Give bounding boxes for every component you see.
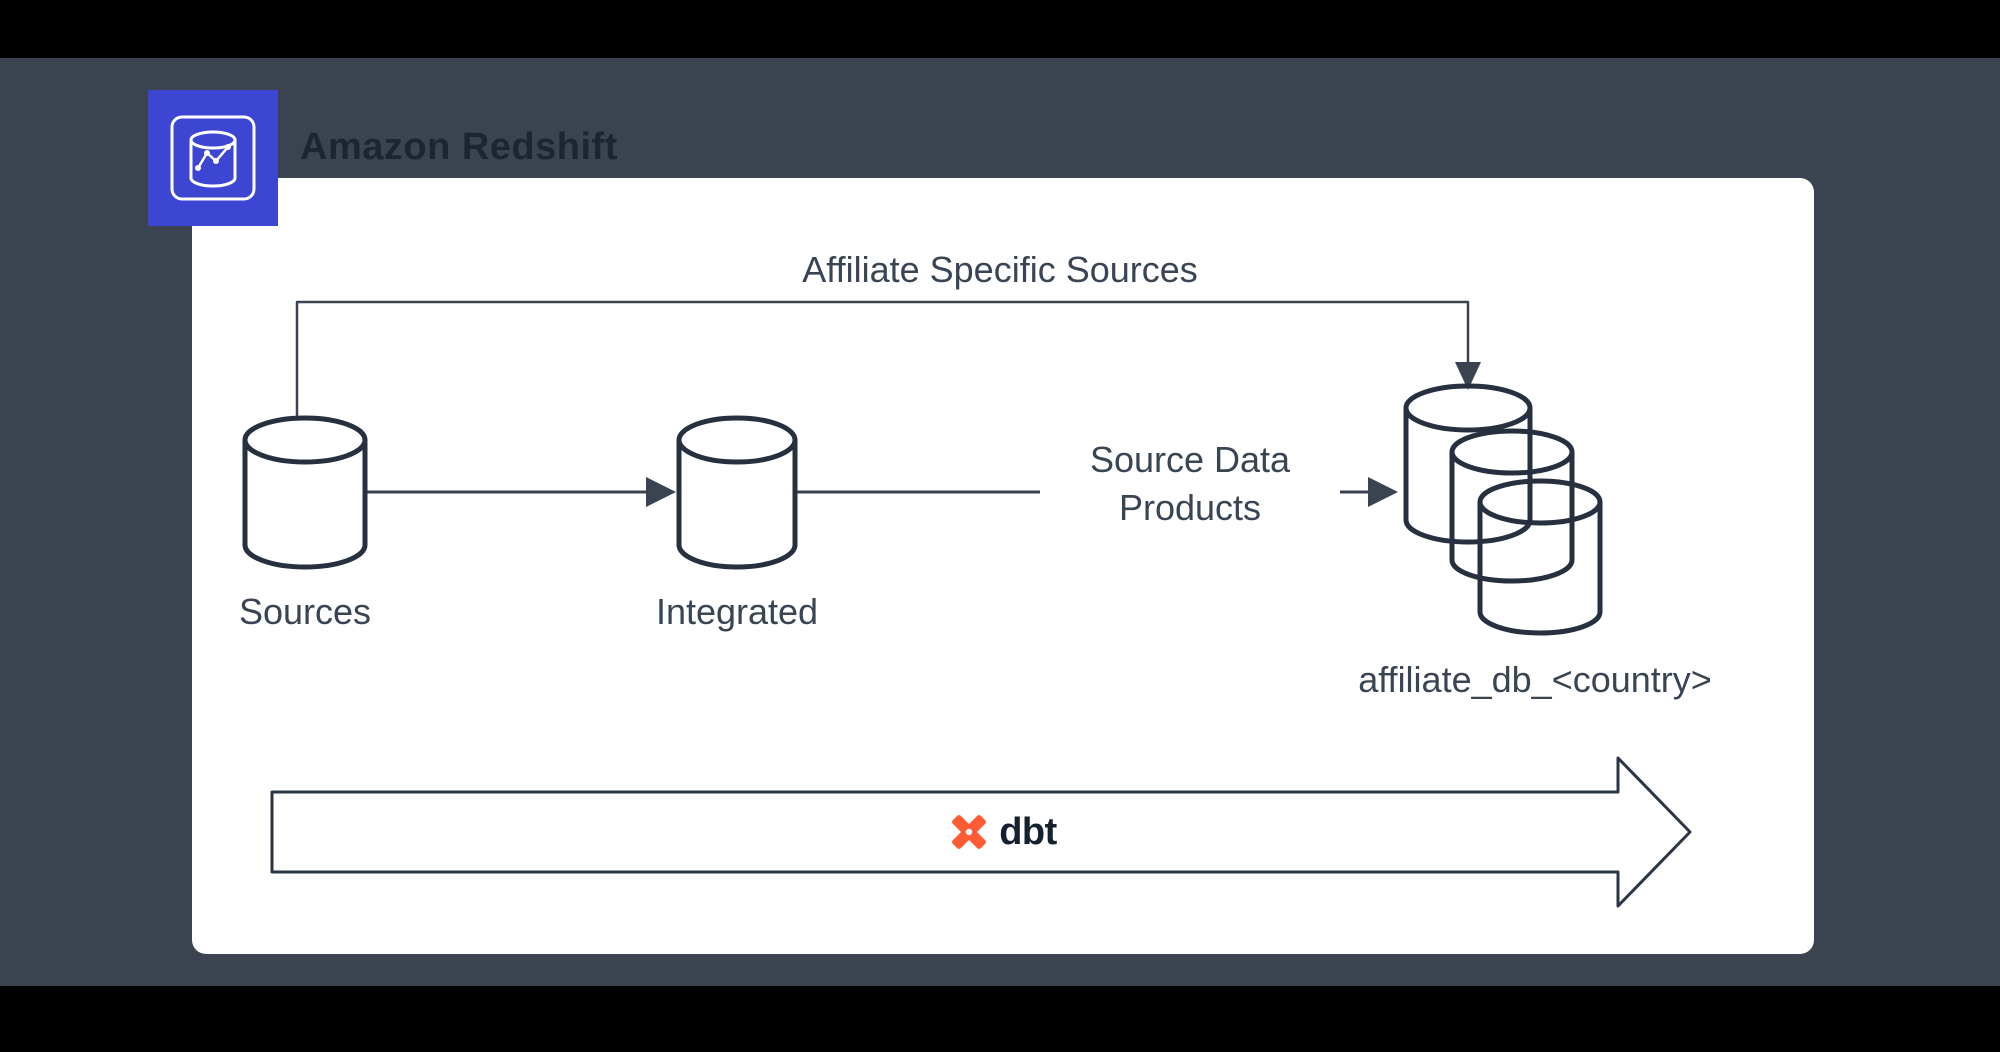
- source-data-products-line2: Products: [1118, 487, 1262, 528]
- affiliate-db-label: affiliate_db_<country>: [1358, 659, 1712, 700]
- sources-to-integrated-arrow: [367, 477, 676, 507]
- sources-label: Sources: [238, 591, 372, 632]
- source-data-products-line1: Source Data: [1089, 439, 1291, 480]
- affiliate-specific-sources-label: Affiliate Specific Sources: [802, 249, 1198, 290]
- dbt-label: dbt: [999, 810, 1057, 853]
- page-title: Amazon Redshift: [300, 126, 618, 168]
- integrated-label: Integrated: [655, 591, 819, 632]
- integrated-cylinder-icon: [676, 415, 798, 570]
- pipeline-block-arrow: [270, 756, 1692, 908]
- arrowhead-down-icon: [1455, 362, 1481, 390]
- dbt-logo: dbt: [893, 804, 1113, 860]
- affiliate-specific-connector: [295, 300, 1481, 418]
- source-data-products-label: Source Data Products: [1040, 434, 1340, 534]
- redshift-database-icon: [170, 115, 256, 201]
- sources-cylinder-icon: [242, 415, 368, 570]
- arrowhead-right-icon: [646, 477, 676, 507]
- dbt-logo-icon: [952, 815, 987, 849]
- arrowhead-right-icon: [1368, 477, 1398, 507]
- affiliate-db-stack-icon: [1403, 383, 1603, 636]
- diagram-card: [192, 178, 1814, 954]
- redshift-badge: [148, 90, 278, 226]
